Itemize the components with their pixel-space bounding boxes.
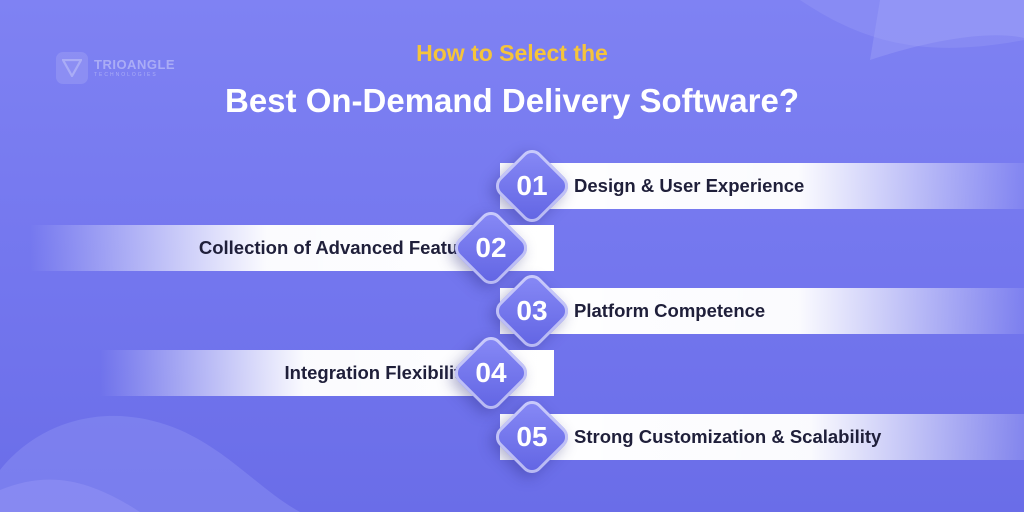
step-number: 02 xyxy=(475,232,507,263)
step-label: Platform Competence xyxy=(574,300,766,321)
logo-mark-icon xyxy=(56,52,88,84)
step-number: 03 xyxy=(516,295,548,326)
step-bar-05: Strong Customization & Scalability xyxy=(500,414,1024,460)
brand-logo: TRIOANGLE TECHNOLOGIES xyxy=(56,52,175,84)
step-label: Design & User Experience xyxy=(574,175,805,196)
logo-name: TRIOANGLE xyxy=(94,57,176,72)
page-subtitle: How to Select the xyxy=(416,40,608,66)
page-title: Best On-Demand Delivery Software? xyxy=(225,82,799,119)
step-number: 01 xyxy=(516,170,548,201)
step-number: 04 xyxy=(475,357,507,388)
step-label: Collection of Advanced Features xyxy=(198,237,486,258)
step-label: Integration Flexibilities xyxy=(284,362,486,383)
step-label: Strong Customization & Scalability xyxy=(574,426,882,447)
step-bar-01: Design & User Experience xyxy=(500,163,1024,209)
logo-tagline: TECHNOLOGIES xyxy=(94,72,158,78)
step-number: 05 xyxy=(516,421,548,452)
step-bar-03: Platform Competence xyxy=(500,288,1024,334)
